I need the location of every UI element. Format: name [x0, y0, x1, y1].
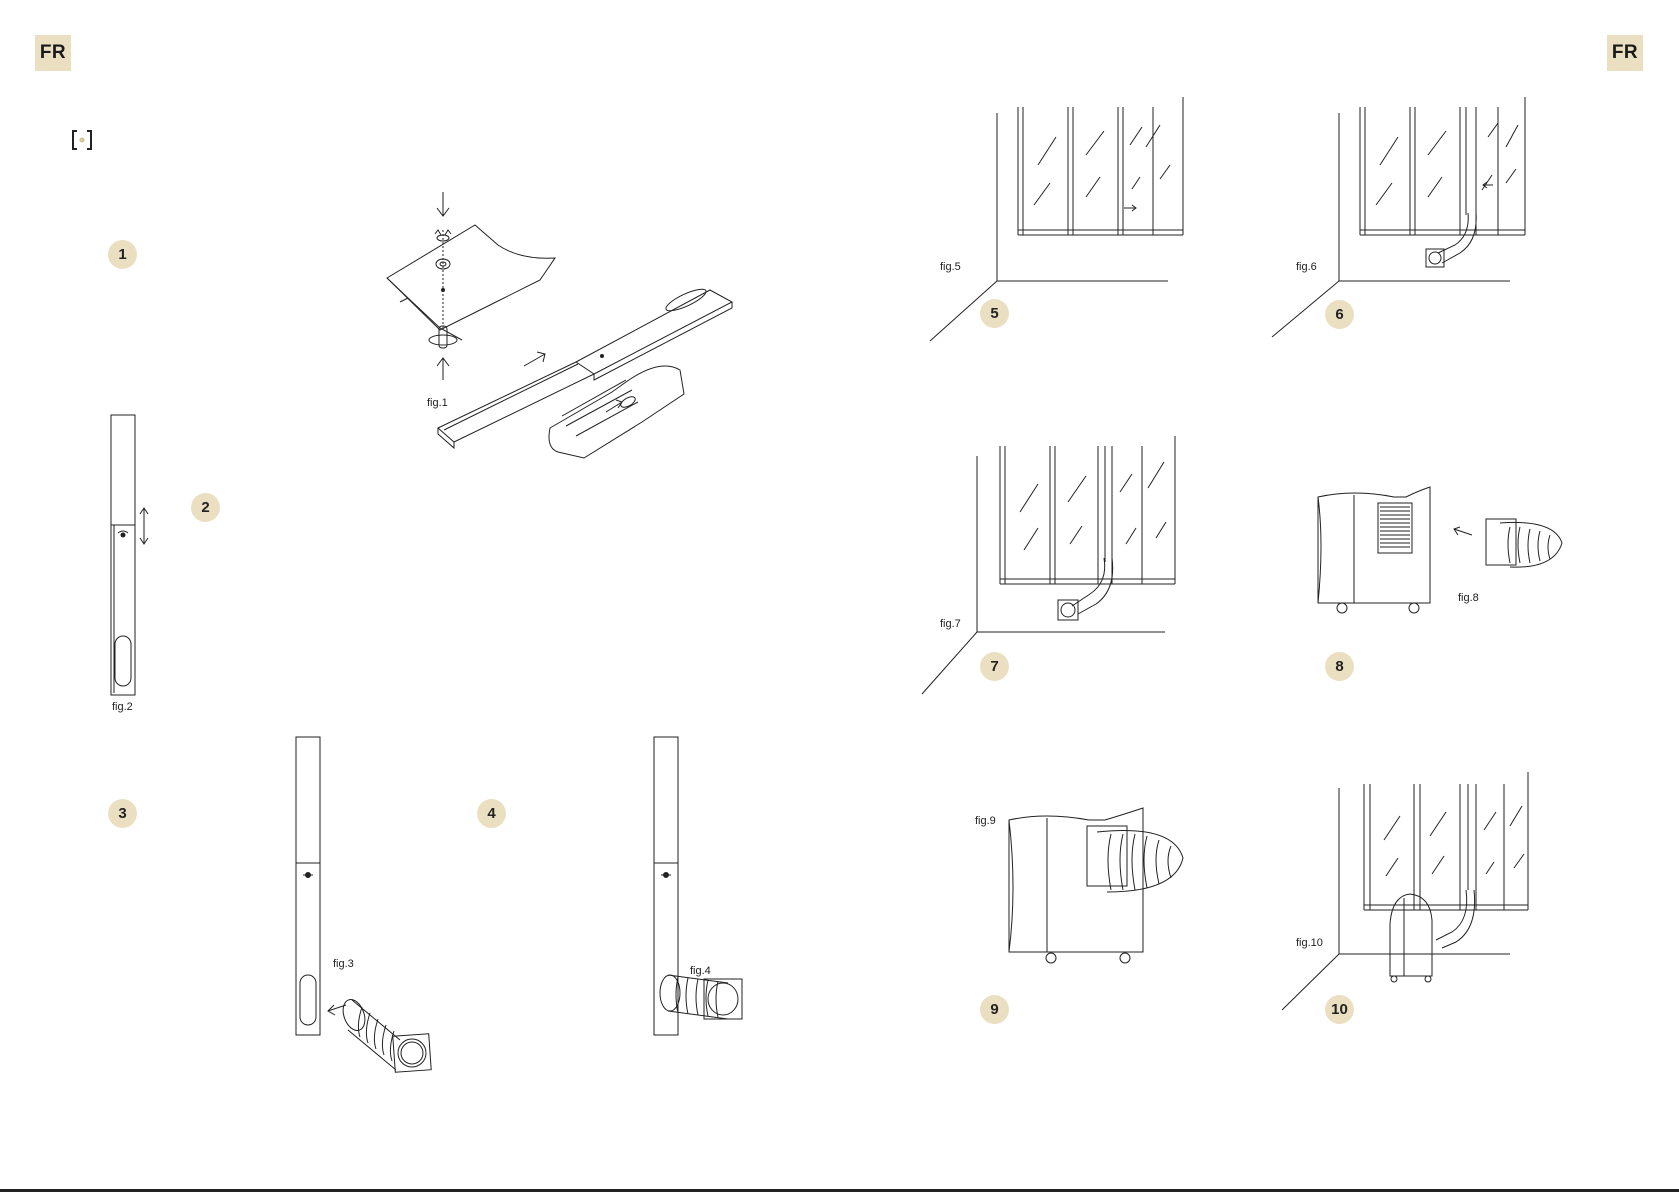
- language-badge: FR: [1607, 35, 1643, 71]
- fig4-label: fig.4: [690, 965, 711, 977]
- bracket-dot-icon: [71, 129, 93, 151]
- left-page: FR 1 2 3 4: [0, 0, 839, 1192]
- fig7-illustration: [920, 432, 1180, 702]
- fig6-illustration: [1270, 95, 1520, 345]
- step-badge-8: 8: [1325, 652, 1354, 681]
- fig1-label: fig.1: [427, 397, 448, 409]
- fig1-illustration: [380, 190, 750, 490]
- fig9-illustration: [1005, 808, 1205, 968]
- fig3-illustration: [290, 735, 450, 1085]
- fig7-label: fig.7: [940, 618, 961, 630]
- fig2-label: fig.2: [112, 701, 133, 713]
- fig10-illustration: [1280, 770, 1540, 1020]
- step-badge-4: 4: [477, 799, 506, 828]
- fig10-label: fig.10: [1296, 937, 1323, 949]
- fig5-illustration: [928, 95, 1178, 345]
- fig4-illustration: [648, 735, 768, 1065]
- right-page: FR 5 6 7 8 9 10 fig.5 fig.6: [840, 0, 1679, 1192]
- step-badge-1: 1: [108, 240, 137, 269]
- fig2-illustration: [108, 413, 158, 698]
- fig9-label: fig.9: [975, 815, 996, 827]
- language-badge: FR: [35, 35, 71, 71]
- fig5-label: fig.5: [940, 261, 961, 273]
- step-badge-3: 3: [108, 799, 137, 828]
- fig3-label: fig.3: [333, 958, 354, 970]
- fig6-label: fig.6: [1296, 261, 1317, 273]
- fig8-label: fig.8: [1458, 592, 1479, 604]
- step-badge-2: 2: [191, 493, 220, 522]
- step-badge-9: 9: [980, 995, 1009, 1024]
